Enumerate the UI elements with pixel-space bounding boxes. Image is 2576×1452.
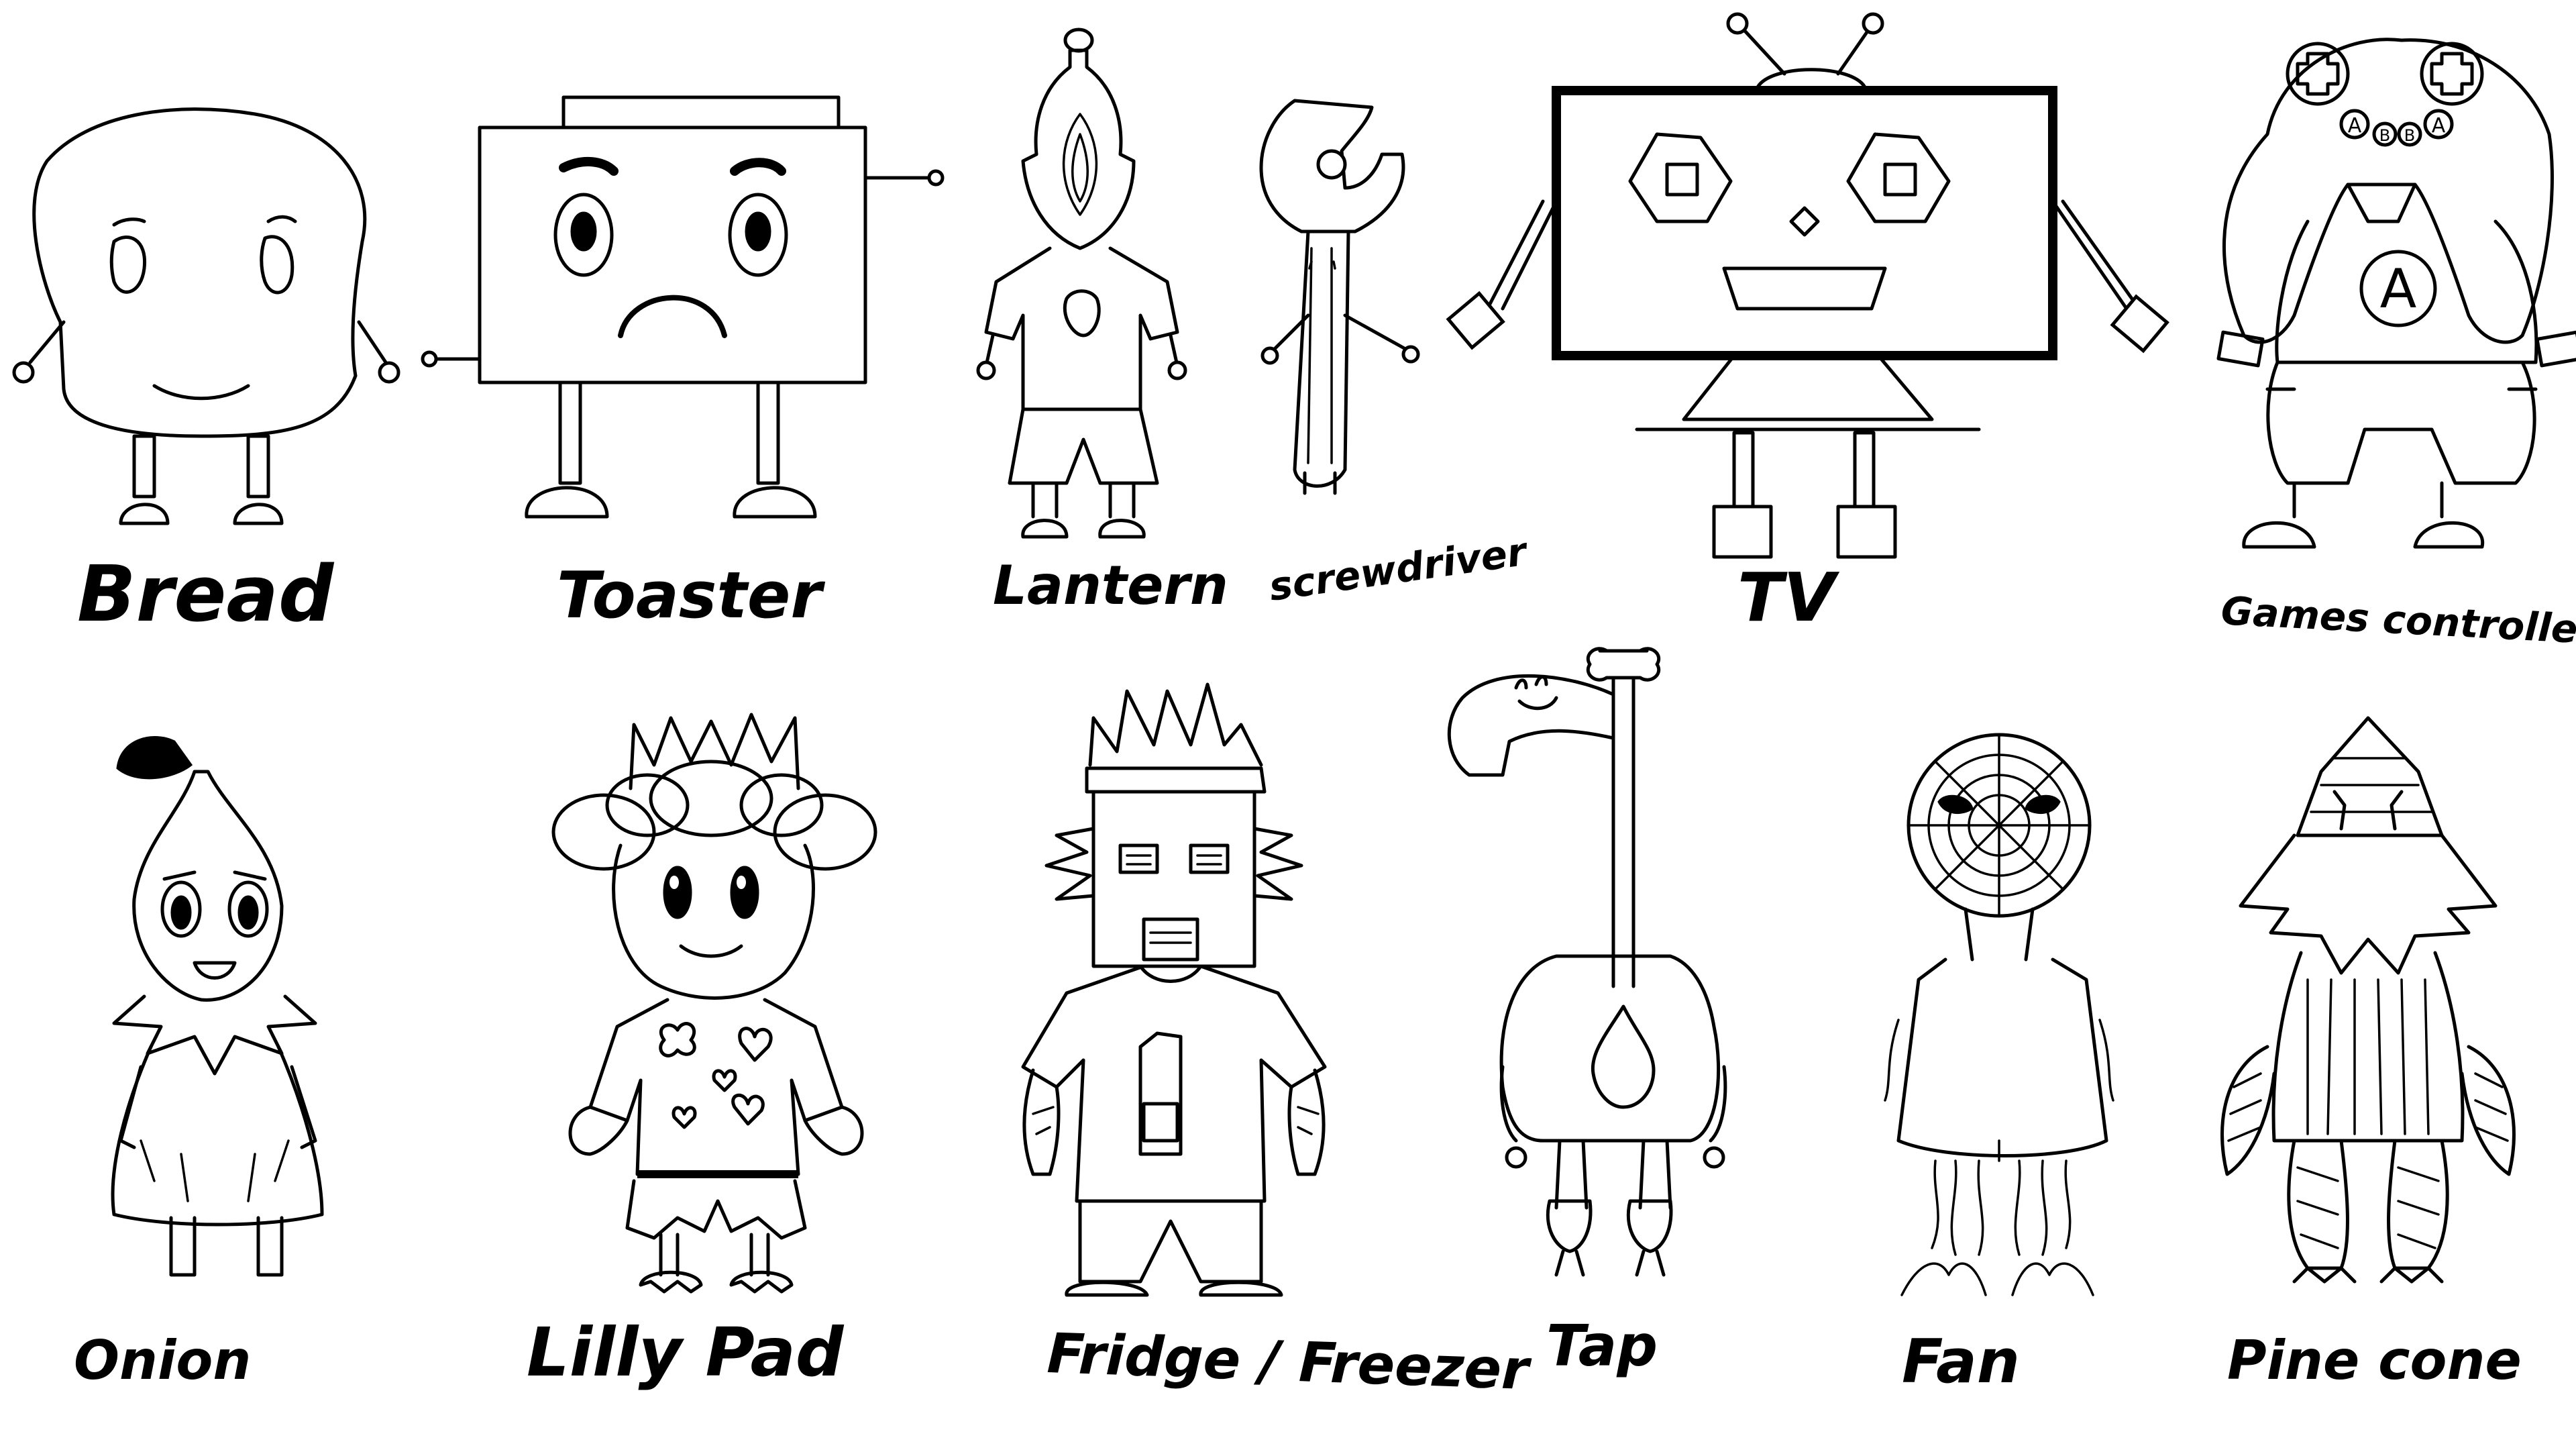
screwdriver-label: screwdriver [1266,528,1531,610]
onion-label: Onion [74,1329,251,1392]
toaster-label: Toaster [557,559,825,633]
tv-label: TV [1737,558,1839,637]
controller-button-middle-left: B [2379,126,2390,145]
toaster-character-icon [421,95,945,519]
fan-label: Fan [1902,1327,2020,1397]
games-controller-label: Games controller [2220,588,2576,653]
screwdriver-character-icon [1259,99,1420,495]
bread-label: Bread [77,550,335,639]
lantern-character-icon [976,28,1187,539]
lilly-pad-character-icon [551,713,877,1294]
pine-cone-character-icon [2220,716,2516,1284]
fridge-freezer-label: Fridge / Freezer [1046,1322,1532,1402]
controller-button-middle-right: B [2404,126,2415,145]
controller-button-right: A [2432,114,2446,138]
tap-label: Tap [1546,1313,1658,1380]
tv-character-icon [1446,12,2169,559]
games-controller-character-icon: A B B A A [2216,38,2576,549]
controller-chest-button: A [2380,258,2417,320]
controller-button-left: A [2348,114,2362,138]
onion-character-icon [111,736,324,1277]
bread-character-icon [12,107,400,525]
tap-character-icon [1447,647,1727,1277]
pine-cone-label: Pine cone [2227,1329,2522,1392]
fan-character-icon [1884,733,2114,1296]
lilly-pad-label: Lilly Pad [527,1313,845,1392]
lantern-label: Lantern [993,554,1228,617]
fridge-freezer-character-icon [1021,682,1327,1297]
